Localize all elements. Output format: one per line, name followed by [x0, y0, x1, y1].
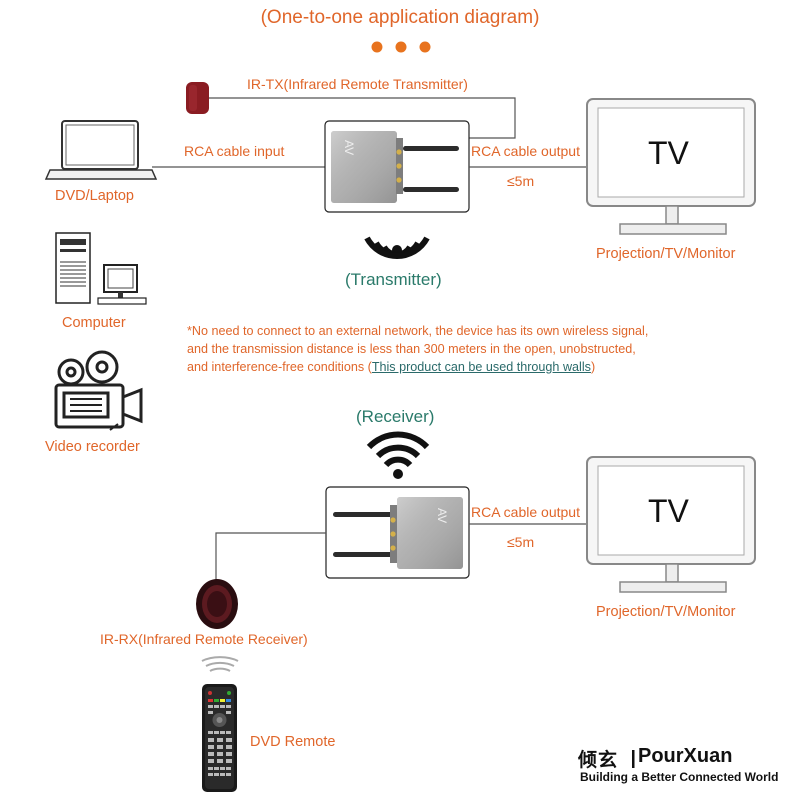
receiver-rca-output-label: RCA cable output: [471, 504, 580, 520]
desktop-computer-icon: [55, 232, 147, 305]
tv-screen-text: TV: [648, 135, 689, 171]
transmitter-caption: (Transmitter): [345, 270, 442, 289]
tv-monitor-icon: [586, 98, 756, 235]
laptop-icon: [44, 120, 158, 180]
diagram-title: (One-to-one application diagram): [260, 7, 540, 28]
through-walls-link: This product can be used through walls: [371, 360, 591, 374]
tv-caption-2: Projection/TV/Monitor: [596, 604, 736, 620]
transmitter-device: [324, 120, 470, 213]
recorder-label: Video recorder: [45, 439, 140, 455]
receiver-device: [325, 486, 470, 579]
brand-chinese: 倾玄: [578, 750, 619, 771]
ir-transmitter-icon: [186, 82, 209, 114]
laptop-label: DVD/Laptop: [55, 188, 134, 204]
rca-input-label: RCA cable input: [184, 143, 285, 159]
note-line-1: *No need to connect to an external netwo…: [187, 324, 649, 338]
transmitter-logo: AV: [342, 140, 356, 156]
remote-label: DVD Remote: [250, 734, 336, 750]
wireless-note: *No need to connect to an external netwo…: [187, 322, 648, 376]
note-line-3: and interference-free conditions (This p…: [187, 360, 596, 374]
receiver-logo: AV: [435, 508, 449, 524]
video-camera-icon: [54, 350, 143, 431]
receiver-distance-label: ≤5m: [507, 534, 535, 550]
receiver-caption: (Receiver): [356, 407, 435, 426]
dvd-remote-icon: [202, 684, 237, 792]
distance-label: ≤5m: [507, 173, 535, 189]
ir-receiver-icon: [196, 579, 238, 629]
brand-tagline: Building a Better Connected World: [580, 770, 779, 784]
broadcast-waves-icon: [364, 236, 430, 259]
wifi-signal-icon: [366, 431, 430, 479]
rca-output-label: RCA cable output: [471, 143, 580, 159]
note-line-2: and the transmission distance is less th…: [187, 342, 636, 356]
ir-rx-label: IR-RX(Infrared Remote Receiver): [100, 631, 308, 647]
tv-caption: Projection/TV/Monitor: [596, 246, 736, 262]
brand-name: PourXuan: [638, 745, 733, 767]
tv-screen-text-2: TV: [648, 493, 689, 529]
tv-monitor-icon-2: [586, 456, 756, 593]
remote-signal-icon: [201, 656, 239, 672]
computer-label: Computer: [62, 315, 126, 331]
ir-tx-label: IR-TX(Infrared Remote Transmitter): [247, 76, 468, 92]
